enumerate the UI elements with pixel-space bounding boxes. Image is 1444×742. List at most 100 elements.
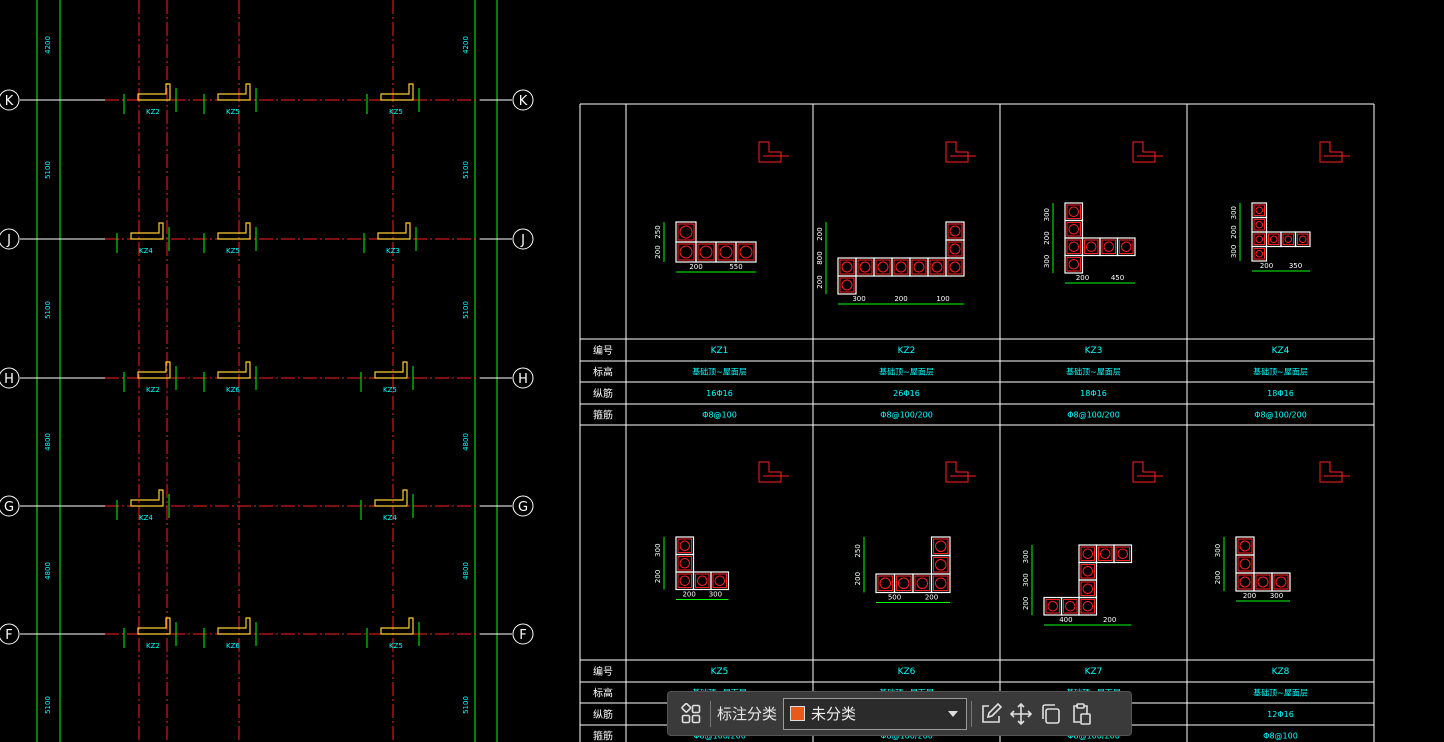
section-cell: [1235, 554, 1255, 574]
section-cell: [675, 241, 697, 263]
rebar: [895, 261, 907, 273]
stirrup: [933, 557, 949, 573]
section-cell: [930, 573, 951, 594]
section-cell: [1064, 254, 1084, 274]
rebar: [949, 261, 961, 273]
dimension-text: 200: [1043, 231, 1051, 244]
stirrup: [1066, 204, 1081, 219]
stirrup: [893, 259, 909, 275]
rebar: [1239, 576, 1251, 588]
stirrup: [1253, 233, 1265, 245]
column-section: [1043, 544, 1133, 616]
paste-button[interactable]: [1066, 699, 1096, 729]
section-cell: [1043, 596, 1063, 616]
stirrup: [677, 538, 692, 553]
schedule-cell: Φ8@100/200: [1067, 411, 1120, 420]
rebar: [1239, 558, 1251, 570]
schedule-cell: KZ2: [898, 346, 916, 356]
span-dimension: 4800: [44, 562, 52, 580]
column-tag: KZ6: [226, 642, 240, 650]
schedule-cell: KZ6: [898, 667, 916, 677]
stirrup: [839, 259, 855, 275]
dimension-text: 500: [888, 594, 901, 602]
stirrup: [947, 223, 963, 239]
column-tag: KZ4: [139, 247, 153, 255]
schedule-cell: 18Φ16: [1080, 389, 1107, 398]
dimension-text: 300: [1270, 592, 1283, 600]
rebar: [1082, 566, 1093, 577]
dimension-text: 100: [936, 295, 949, 303]
stirrup: [1115, 546, 1130, 561]
layout-button[interactable]: [676, 699, 706, 729]
section-cell: [945, 257, 965, 277]
dimension-text: 300: [1022, 550, 1030, 563]
key-plan: [758, 141, 789, 163]
rebar: [1275, 576, 1287, 588]
span-dimension: 5100: [44, 696, 52, 714]
category-select[interactable]: 未分类: [783, 697, 968, 730]
stirrup: [1268, 233, 1280, 245]
chevron-down-icon: [948, 710, 959, 717]
rebar: [859, 261, 871, 273]
key-plan: [1132, 141, 1163, 163]
schedule-cell: Φ8@100/200: [1067, 732, 1120, 741]
dimension-text: 200: [1260, 262, 1273, 270]
stirrup: [947, 259, 963, 275]
plan-column: [374, 361, 408, 379]
span-dimension: 4800: [462, 562, 470, 580]
column-tag: KZ5: [226, 108, 240, 116]
column-tag: KZ2: [146, 642, 160, 650]
axis-bubble: [0, 623, 20, 645]
axis-bubble-label: K: [519, 94, 528, 109]
section-cell: [945, 221, 965, 241]
dimension-text: 300: [654, 543, 662, 556]
dimension-text: 250: [654, 225, 662, 238]
schedule-cell: 26Φ16: [893, 389, 920, 398]
schedule-cell: 基础顶~屋面层: [1253, 367, 1308, 377]
stirrup: [1101, 239, 1116, 254]
section-cell: [675, 553, 695, 573]
row-label: 纵筋: [593, 387, 613, 400]
key-plan: [758, 461, 789, 483]
move-button[interactable]: [1006, 699, 1036, 729]
stirrup: [1080, 546, 1095, 561]
section-cell: [1081, 237, 1101, 257]
dimension-text: 200: [1076, 274, 1089, 282]
plan-column: [377, 222, 411, 240]
schedule-cell: KZ5: [711, 667, 729, 677]
rebar: [1068, 224, 1079, 235]
stirrup: [677, 223, 695, 241]
stirrup: [911, 259, 927, 275]
stirrup: [1119, 239, 1134, 254]
axis-bubble: [512, 89, 534, 111]
section-cell: [837, 257, 857, 277]
key-plan-outline: [1319, 141, 1343, 163]
row-label: 标高: [593, 687, 613, 700]
span-dimension: 4800: [462, 433, 470, 451]
span-dimension: 4800: [44, 433, 52, 451]
schedule-cell: KZ4: [1272, 346, 1290, 356]
rebar: [949, 243, 961, 255]
axis-bubble-label: J: [520, 233, 525, 248]
section-cell: [930, 554, 951, 575]
stirrup: [1282, 233, 1294, 245]
copy-button[interactable]: [1036, 699, 1066, 729]
rebar: [1239, 540, 1251, 552]
dimension-text: 550: [729, 263, 742, 271]
section-cell: [1078, 544, 1098, 564]
column-tag: KZ5: [383, 386, 397, 394]
section-cell: [891, 257, 911, 277]
stirrup: [677, 243, 695, 261]
row-label: 标高: [593, 366, 613, 379]
rebar: [1082, 548, 1093, 559]
edit-button[interactable]: [976, 699, 1006, 729]
schedule-cell: 基础顶~屋面层: [1253, 688, 1308, 698]
rebar: [1047, 601, 1058, 612]
section-cell: [1253, 572, 1273, 592]
rebar: [1068, 206, 1079, 217]
rebar: [1255, 235, 1263, 243]
section-cell: [1064, 219, 1084, 239]
dimension-text: 200: [654, 245, 662, 258]
stirrup: [1084, 239, 1099, 254]
